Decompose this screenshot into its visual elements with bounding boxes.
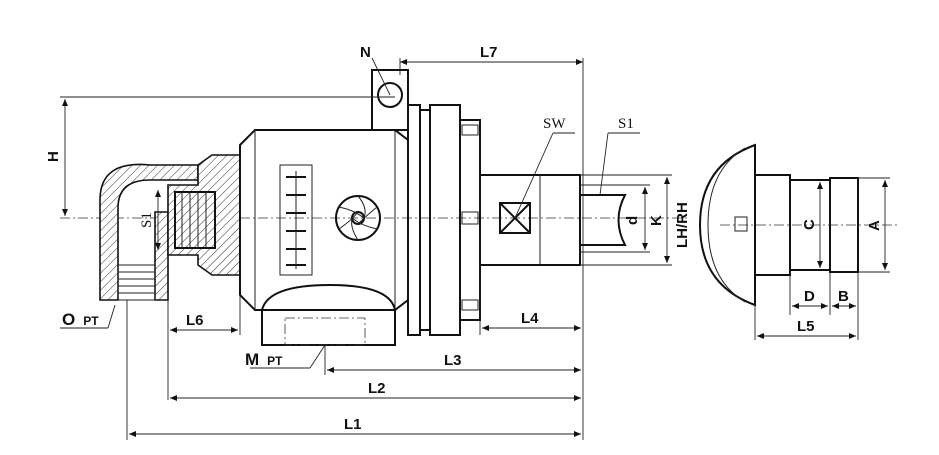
label-d-upper: D	[804, 288, 815, 305]
label-l5: L5	[797, 318, 815, 335]
label-s1-left: S1	[139, 212, 155, 228]
label-l3: L3	[444, 352, 462, 369]
label-b: B	[838, 288, 849, 305]
label-c: C	[801, 219, 818, 230]
label-l7: L7	[480, 44, 498, 61]
mounting-ring	[371, 69, 409, 131]
label-h: H	[45, 151, 62, 162]
label-o-pt: O PT	[62, 310, 99, 329]
label-sw: SW	[543, 116, 566, 132]
label-a: A	[866, 220, 883, 231]
flange	[407, 104, 481, 336]
label-l4: L4	[521, 310, 539, 327]
label-n: N	[360, 44, 371, 61]
label-l6: L6	[186, 312, 204, 329]
side-view	[698, 143, 859, 307]
brand-logo-icon	[335, 195, 381, 241]
brand-name-mark	[279, 164, 313, 276]
shaft	[479, 174, 627, 266]
label-d: d	[624, 216, 641, 225]
main-body	[239, 129, 409, 311]
label-k: K	[648, 215, 665, 226]
label-l2: L2	[368, 380, 386, 397]
label-s1-right: S1	[618, 116, 634, 132]
label-lh-rh: LH/RH	[674, 202, 691, 248]
bottom-port-block	[261, 283, 396, 346]
label-m-pt: M PT	[245, 350, 283, 369]
label-l1: L1	[344, 416, 362, 433]
